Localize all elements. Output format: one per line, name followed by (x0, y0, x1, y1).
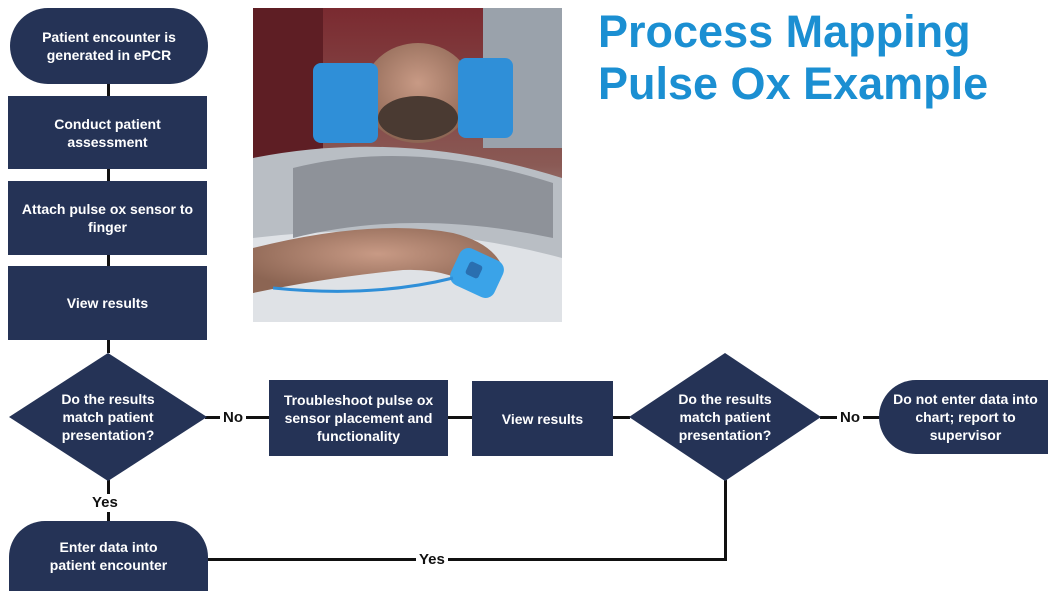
patient-photo (253, 8, 562, 322)
connector-view2-decision2 (612, 416, 630, 419)
title-line-1: Process Mapping (598, 6, 971, 57)
no-entry-node: Do not enter data into chart; report to … (879, 380, 1048, 454)
decision-diamond-1-shape (9, 353, 207, 481)
connector-assess-attach (107, 169, 110, 181)
attach-node: Attach pulse ox sensor to finger (8, 181, 207, 255)
connector-view1-decision1 (107, 340, 110, 353)
decision-node-2: Do the results match patient presentatio… (629, 353, 821, 481)
decision-1-text: Do the results match patient presentatio… (61, 391, 155, 443)
connector-start-assess (107, 82, 110, 96)
label-yes-2: Yes (416, 551, 448, 569)
connector-decision2-down (724, 480, 727, 560)
view-results-node-2: View results (472, 381, 613, 456)
enter-data-node: Enter data into patient encounter (9, 521, 208, 591)
title-line-2: Pulse Ox Example (598, 58, 989, 109)
troubleshoot-node: Troubleshoot pulse ox sensor placement a… (269, 380, 448, 456)
assess-node: Conduct patient assessment (8, 96, 207, 169)
connector-attach-view1 (107, 255, 110, 266)
connector-troubleshoot-view2 (447, 416, 473, 419)
decision-node-1: Do the results match patient presentatio… (9, 353, 207, 481)
page-title: Process Mapping Pulse Ox Example (598, 6, 988, 110)
connector-yes-horizontal (207, 558, 727, 561)
view-results-node-1: View results (8, 266, 207, 340)
decision-diamond-2-shape (629, 353, 821, 481)
label-no-2: No (837, 409, 863, 427)
label-yes-1: Yes (89, 494, 121, 512)
patient-pulse-ox-illustration (253, 8, 562, 322)
label-no-1: No (220, 409, 246, 427)
start-node: Patient encounter is generated in ePCR (10, 8, 208, 84)
decision-2-text: Do the results match patient presentatio… (678, 391, 772, 443)
